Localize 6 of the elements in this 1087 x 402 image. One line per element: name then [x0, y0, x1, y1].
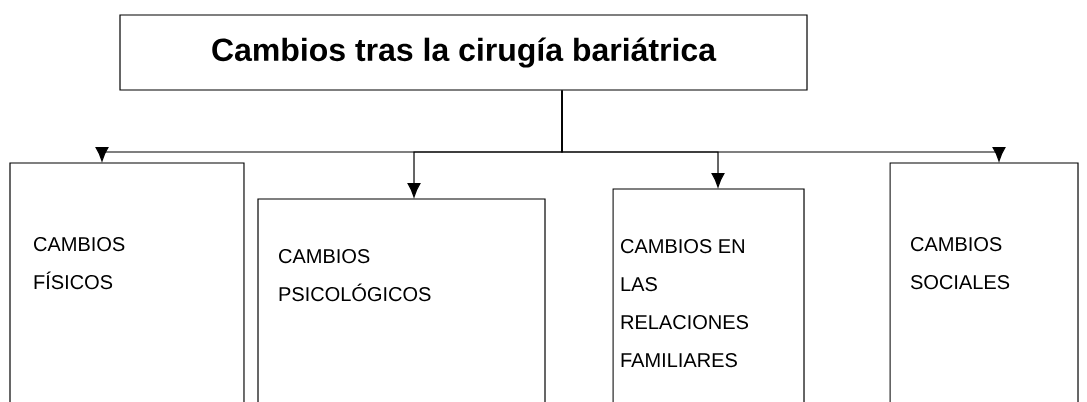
category-box: CAMBIOS SOCIALES [889, 162, 1079, 402]
category-box: CAMBIOS EN LAS RELACIONES FAMILIARES [612, 188, 805, 402]
arrow [561, 90, 1006, 162]
category-box: CAMBIOS PSICOLÓGICOS [257, 198, 546, 402]
title-box: Cambios tras la cirugía bariátrica [119, 14, 808, 91]
category-box: CAMBIOS FÍSICOS [9, 162, 245, 402]
